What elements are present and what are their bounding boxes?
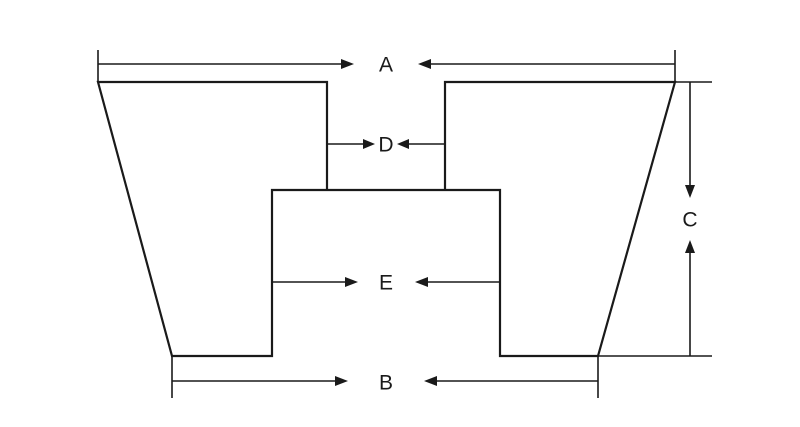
arrow-e-right [415, 277, 428, 287]
arrow-b-right [424, 376, 437, 386]
dimension-a: A [97, 50, 676, 82]
part-outline [96, 80, 677, 358]
arrow-e-left [345, 277, 358, 287]
arrow-a-right [418, 59, 431, 69]
arrow-d-right [397, 139, 409, 149]
arrow-b-left [335, 376, 348, 386]
dimension-c: C [598, 81, 712, 357]
arrow-c-bottom [685, 240, 695, 253]
label-c: C [682, 209, 697, 232]
arrow-c-top [685, 185, 695, 198]
label-b: B [379, 372, 393, 395]
label-a: A [379, 54, 393, 77]
dimension-d: D [327, 134, 445, 157]
arrow-d-left [363, 139, 375, 149]
dimension-e: E [272, 272, 500, 295]
arrow-a-left [341, 59, 354, 69]
label-e: E [379, 272, 393, 295]
dimension-b: B [171, 356, 599, 398]
label-d: D [378, 134, 393, 157]
